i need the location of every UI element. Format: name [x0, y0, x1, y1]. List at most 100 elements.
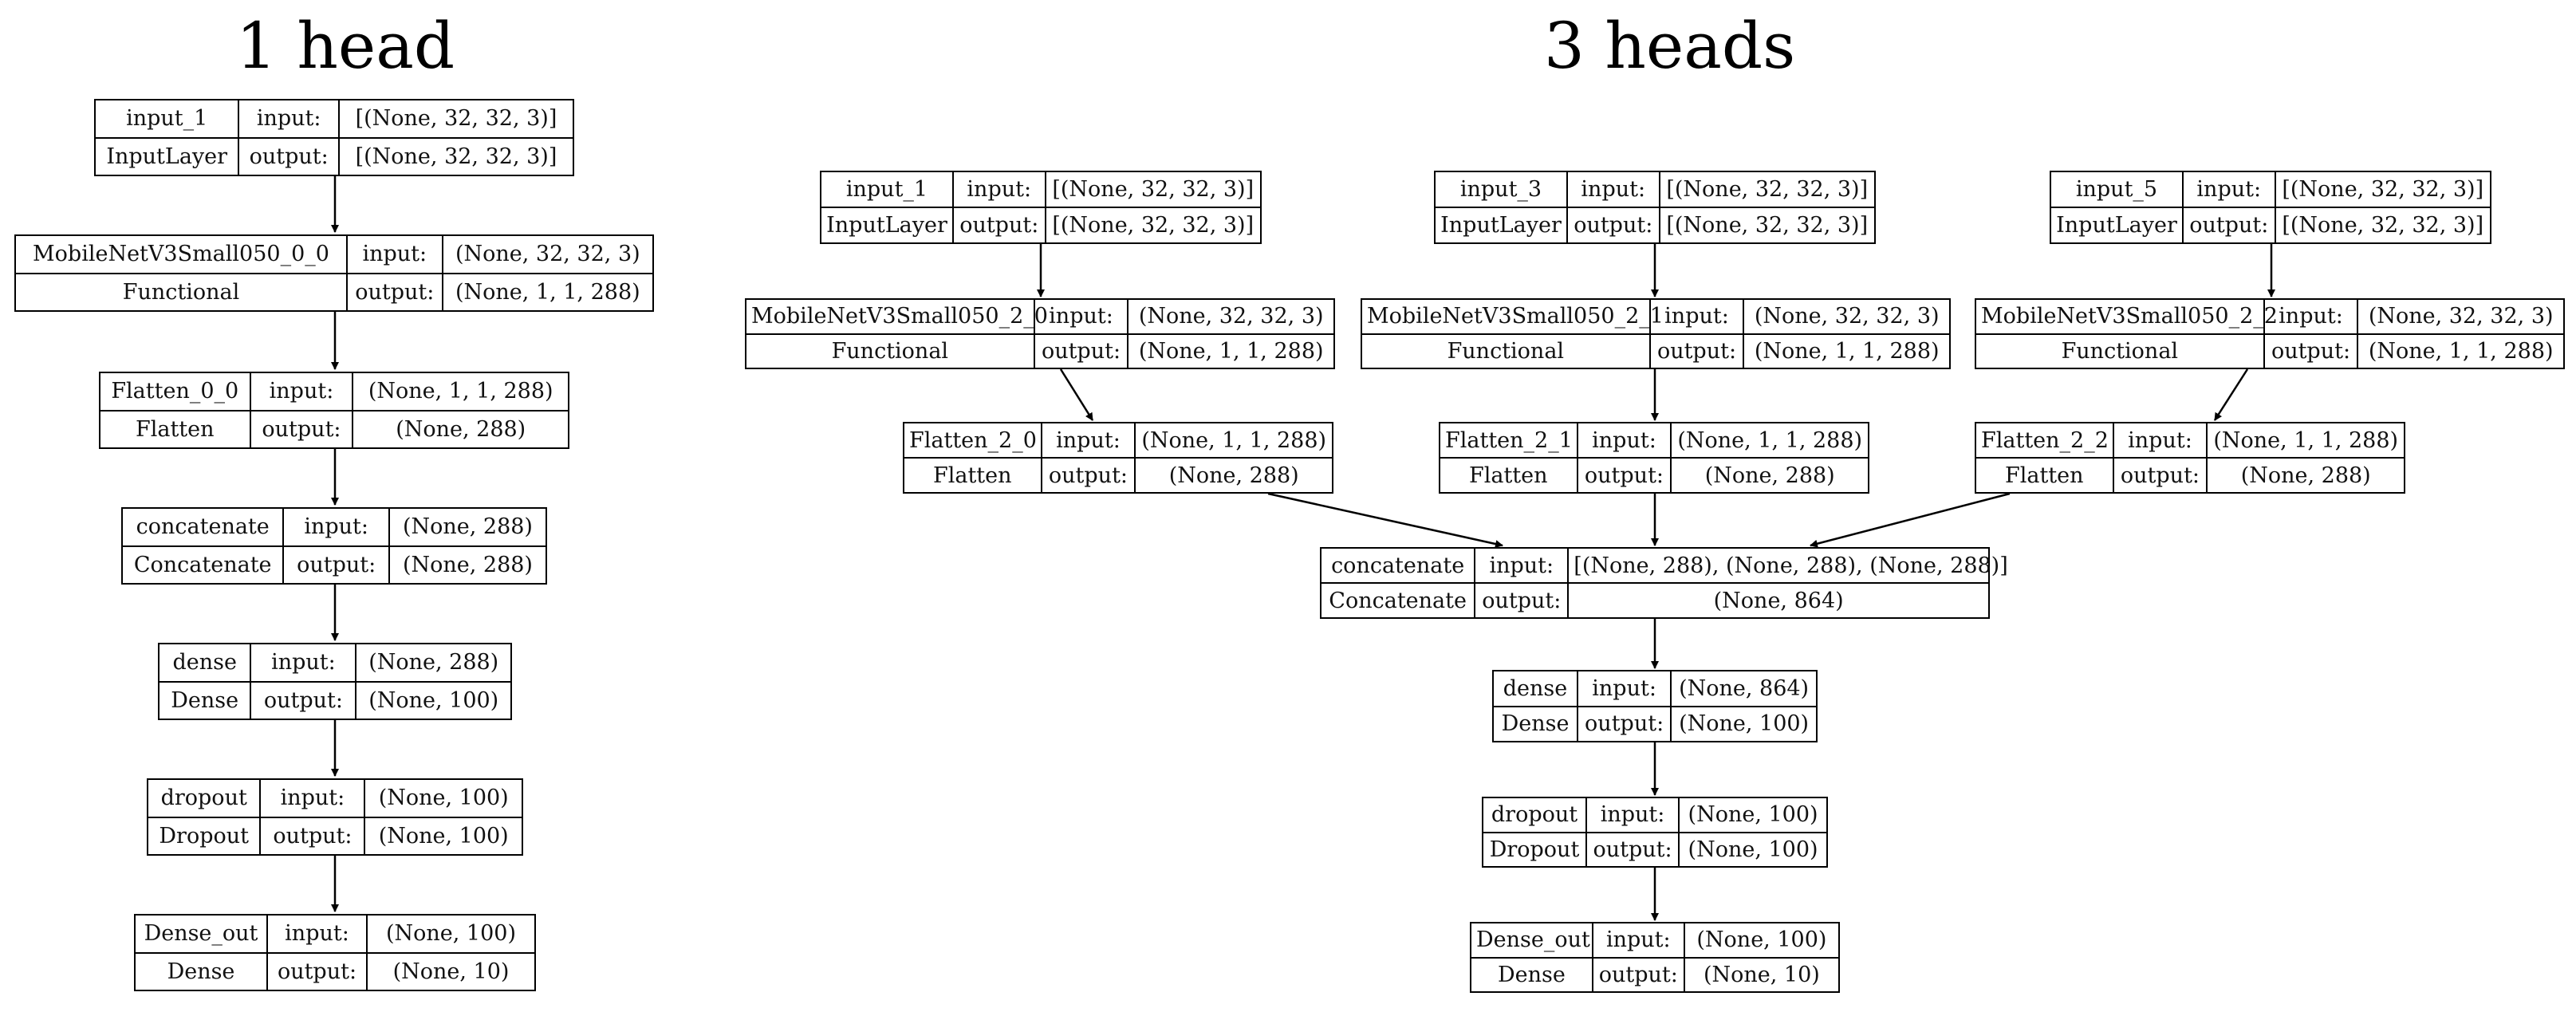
output-shape: (None, 100) — [355, 680, 510, 719]
output-shape: (None, 864) — [1567, 582, 1988, 617]
layer-name: input_3 — [1436, 172, 1568, 208]
layer-type: Dropout — [1483, 831, 1587, 866]
input-label: input: — [1566, 172, 1660, 208]
input-shape: (None, 32, 32, 3) — [2357, 300, 2563, 335]
layer-type: Dense — [136, 951, 268, 990]
input-shape: (None, 100) — [1678, 798, 1826, 833]
input-shape: (None, 32, 32, 3) — [1743, 300, 1949, 335]
layer-name: concatenate — [1321, 549, 1476, 584]
output-shape: (None, 1, 1, 288) — [1743, 333, 1949, 368]
input-shape: [(None, 32, 32, 3)] — [337, 100, 573, 139]
output-label: output: — [1033, 333, 1129, 368]
edge-3h-flatten2-concat — [1810, 492, 2011, 548]
input-label: input: — [1577, 671, 1672, 707]
input-label: input: — [1040, 423, 1136, 459]
input-label: input: — [2263, 300, 2359, 335]
input-label: input: — [2182, 172, 2276, 208]
edge-3h-mobilenet2-flatten2 — [2213, 368, 2249, 421]
input-shape: [(None, 32, 32, 3)] — [2274, 172, 2490, 208]
layer-name: MobileNetV3Small050_2_2 — [1976, 300, 2278, 335]
layer-type: Concatenate — [123, 545, 285, 583]
output-label: output: — [1648, 333, 1745, 368]
input-shape: [(None, 288), (None, 288), (None, 288)] — [1567, 549, 2008, 584]
input-shape: (None, 1, 1, 288) — [352, 373, 568, 411]
input-label: input: — [1585, 798, 1680, 833]
input-shape: (None, 100) — [1683, 923, 1838, 959]
edge-3h-flatten0-concat — [1267, 492, 1503, 548]
output-shape: (None, 288) — [2206, 457, 2404, 492]
output-label: output: — [1566, 207, 1660, 242]
input-label: input: — [1033, 300, 1129, 335]
output-label: output: — [1585, 831, 1680, 866]
title-3-heads: 3 heads — [1544, 9, 1796, 83]
layer-type: InputLayer — [821, 207, 954, 242]
input-label: input: — [249, 373, 354, 411]
layer-type: Functional — [16, 272, 348, 310]
output-label: output: — [2112, 457, 2208, 492]
output-shape: (None, 288) — [1670, 457, 1868, 492]
layer-name: Dense_out — [1471, 923, 1593, 959]
input-shape: (None, 32, 32, 3) — [441, 236, 652, 274]
output-label: output: — [249, 409, 354, 447]
layer-type: Functional — [746, 333, 1035, 368]
layer-name: concatenate — [123, 509, 285, 547]
layer-type: Flatten — [1440, 457, 1578, 492]
output-shape: (None, 100) — [1670, 705, 1816, 741]
output-label: output: — [1577, 705, 1672, 741]
layer-name: MobileNetV3Small050_2_0 — [746, 300, 1048, 335]
input-shape: (None, 32, 32, 3) — [1127, 300, 1333, 335]
output-shape: [(None, 32, 32, 3)] — [1044, 207, 1260, 242]
input-shape: (None, 100) — [364, 780, 522, 818]
input-label: input: — [259, 780, 366, 818]
output-label: output: — [345, 272, 443, 310]
input-shape: [(None, 32, 32, 3)] — [1044, 172, 1260, 208]
layer-type: Dense — [1494, 705, 1579, 741]
layer-type: Dense — [160, 680, 252, 719]
layer-type: Flatten — [904, 457, 1042, 492]
output-shape: (None, 1, 1, 288) — [2357, 333, 2563, 368]
input-shape: (None, 288) — [388, 509, 546, 547]
output-shape: [(None, 32, 32, 3)] — [337, 136, 573, 175]
layer-name: input_1 — [96, 100, 240, 139]
layer-name: MobileNetV3Small050_2_1 — [1362, 300, 1664, 335]
input-shape: (None, 288) — [355, 644, 510, 683]
input-shape: (None, 1, 1, 288) — [1134, 423, 1332, 459]
layer-name: input_1 — [821, 172, 954, 208]
input-label: input: — [1474, 549, 1570, 584]
input-label: input: — [1576, 423, 1672, 459]
input-label: input: — [238, 100, 340, 139]
input-label: input: — [2112, 423, 2208, 459]
output-label: output: — [2263, 333, 2359, 368]
layer-name: dropout — [148, 780, 262, 818]
layer-type: Dense — [1471, 956, 1593, 991]
output-label: output: — [259, 816, 366, 854]
output-shape: (None, 10) — [366, 951, 534, 990]
layer-type: Functional — [1976, 333, 2265, 368]
output-shape: (None, 288) — [352, 409, 568, 447]
output-label: output: — [1576, 457, 1672, 492]
input-shape: (None, 864) — [1670, 671, 1816, 707]
input-label: input: — [1648, 300, 1745, 335]
layer-type: Flatten — [1976, 457, 2114, 492]
layer-name: dense — [1494, 671, 1579, 707]
layer-type: InputLayer — [96, 136, 240, 175]
output-shape: [(None, 32, 32, 3)] — [2274, 207, 2490, 242]
output-shape: (None, 100) — [364, 816, 522, 854]
